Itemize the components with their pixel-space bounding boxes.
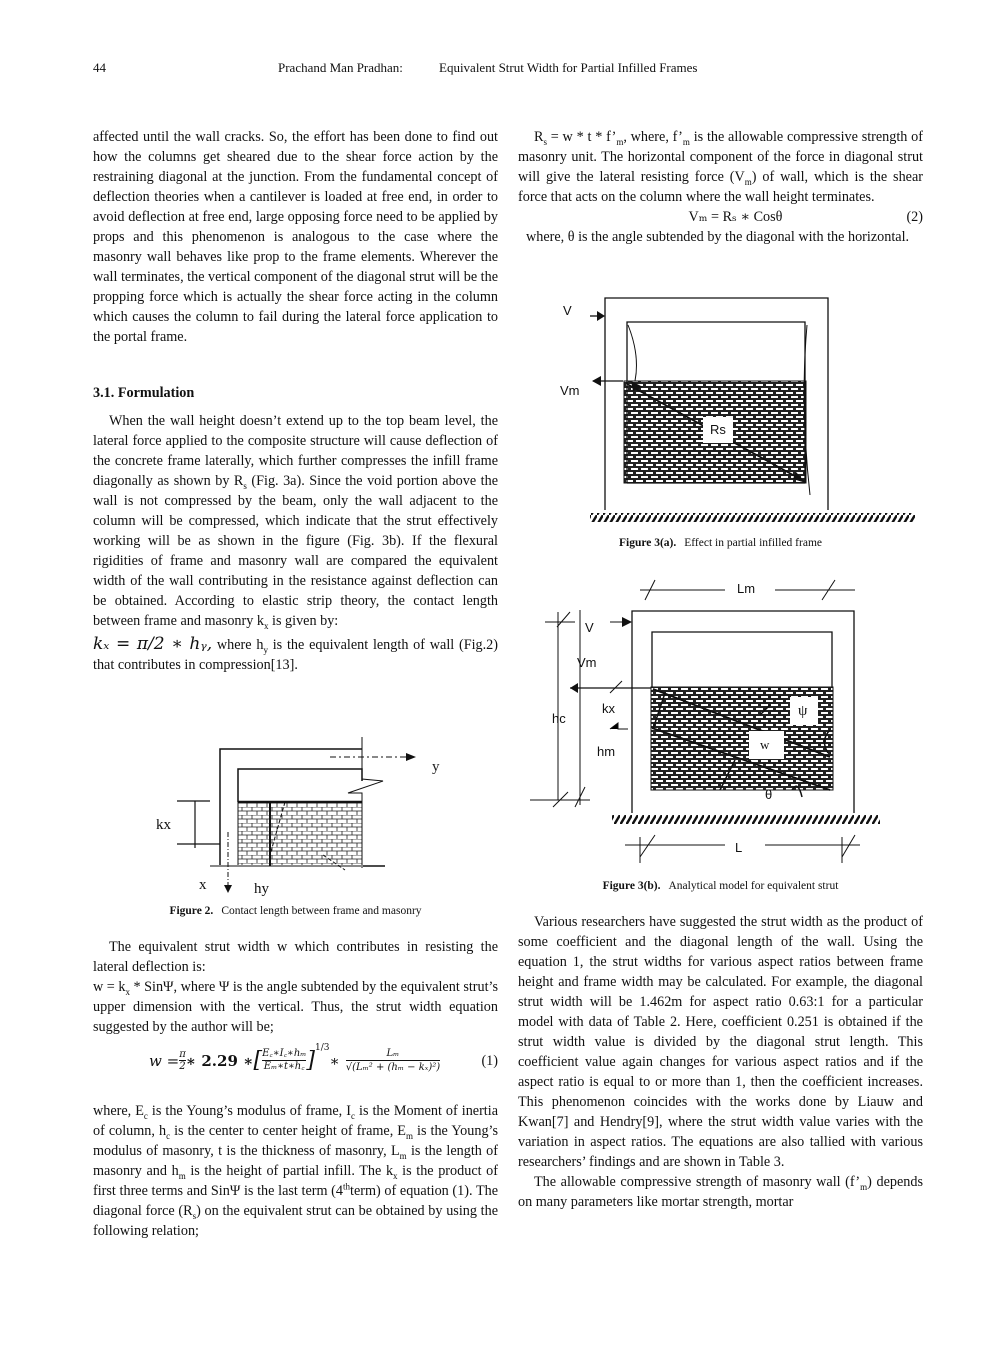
left-column-mid: When the wall height doesn’t extend up t… [93, 411, 498, 675]
hm-dimension-label: hm [597, 744, 616, 759]
running-title: Equivalent Strut Width for Partial Infil… [439, 60, 698, 75]
figure-3b: Lm V Vm hc kx hm ψ w θ L [530, 575, 890, 865]
eq-lhs: w = [149, 1051, 180, 1070]
paragraph: affected until the wall cracks. So, the … [93, 129, 499, 345]
right-column-bottom: Various researchers have suggested the s… [518, 912, 923, 1212]
caption-text: Contact length between frame and masonry [221, 905, 422, 917]
paragraph: where, θ is the angle subtended by the d… [526, 229, 910, 245]
theta-angle-label: θ [765, 787, 773, 802]
equation-2: Vₘ = Rₛ ∗ Cosθ (2) [518, 207, 923, 227]
left-column-top: affected until the wall cracks. So, the … [93, 127, 498, 347]
left-column-formulation: 3.1. Formulation [93, 383, 498, 403]
figure-2-caption: Figure 2. Contact length between frame an… [93, 905, 498, 917]
right-column-top: Rs = w * t * f’m, where, f’m is the allo… [518, 127, 923, 247]
contact-length-diagram [177, 737, 416, 893]
paragraph: where, Ec is the Young’s modulus of fram… [93, 1103, 498, 1239]
vm-force-label: Vm [577, 655, 597, 670]
paragraph: When the wall height doesn’t extend up t… [93, 413, 498, 631]
psi-angle-label: ψ [798, 703, 808, 719]
paragraph: w = kx * SinΨ, where Ψ is the angle subt… [93, 979, 499, 1035]
vm-force-label: Vm [560, 383, 580, 398]
kx-dimension-label: kx [602, 701, 615, 716]
figure-3a: V Vm Rs [555, 295, 925, 530]
eq-fraction-numerator: Lₘ [345, 1047, 441, 1061]
paragraph: The allowable compressive strength of ma… [518, 1174, 923, 1210]
hc-dimension-label: hc [552, 711, 566, 726]
eq-star: ∗ [329, 1051, 340, 1070]
partial-infill-effect-diagram [590, 297, 915, 522]
paragraph: Various researchers have suggested the s… [518, 914, 923, 1170]
figure-label: Figure 2. [169, 905, 214, 917]
kx-equation: kₓ = π/2 ∗ hᵧ, [93, 634, 213, 654]
caption-text: Analytical model for equivalent strut [668, 880, 839, 892]
running-author: Prachand Man Pradhan: [278, 60, 403, 75]
paragraph: Rs = w * t * f’m, where, f’m is the allo… [518, 129, 924, 205]
l-dimension-label: L [735, 840, 743, 855]
v-force-label: V [585, 620, 594, 635]
lm-dimension-label: Lm [737, 581, 756, 596]
eq-denominator: Eₘ∗t∗h꜀ [263, 1061, 305, 1072]
section-heading: 3.1. Formulation [93, 385, 195, 401]
paragraph-fragment: where hy is the equivalent length of wal… [93, 637, 498, 673]
figure-label: Figure 3(a). [618, 537, 677, 549]
page-number: 44 [93, 60, 106, 75]
analytical-model-diagram [530, 579, 880, 863]
eq-fraction-denominator: √(Lₘ² + (hₘ − kₓ)²) [345, 1062, 441, 1073]
eq-exponent: 1/3 [315, 1043, 330, 1053]
eq-two: 2 [179, 1061, 186, 1072]
x-axis-label: x [199, 877, 207, 893]
eq-coefficient: ∗ 2.29 ∗ [185, 1051, 254, 1070]
left-column-bottom: The equivalent strut width w which contr… [93, 937, 498, 1241]
rs-force-label: Rs [710, 422, 726, 437]
figure-2: y kx x hy [150, 735, 450, 905]
kx-label: kx [156, 817, 171, 833]
equation-2-text: Vₘ = Rₛ ∗ Cosθ [688, 209, 783, 225]
equation-number: (1) [481, 1053, 498, 1069]
figure-label: Figure 3(b). [602, 880, 661, 892]
figure-3b-caption: Figure 3(b). Analytical model for equival… [518, 880, 923, 892]
y-axis-label: y [432, 759, 440, 775]
strut-width-label: w [760, 737, 770, 752]
v-force-label: V [563, 303, 572, 318]
eq-pi: π [179, 1049, 186, 1061]
eq-numerator: E꜀∗I꜀∗hₘ [262, 1048, 307, 1061]
figure-3a-caption: Figure 3(a). Effect in partial infilled f… [518, 537, 923, 549]
paragraph: The equivalent strut width w which contr… [93, 939, 498, 975]
hy-label: hy [254, 881, 269, 897]
equation-number: (2) [906, 209, 923, 225]
caption-text: Effect in partial infilled frame [684, 537, 822, 549]
